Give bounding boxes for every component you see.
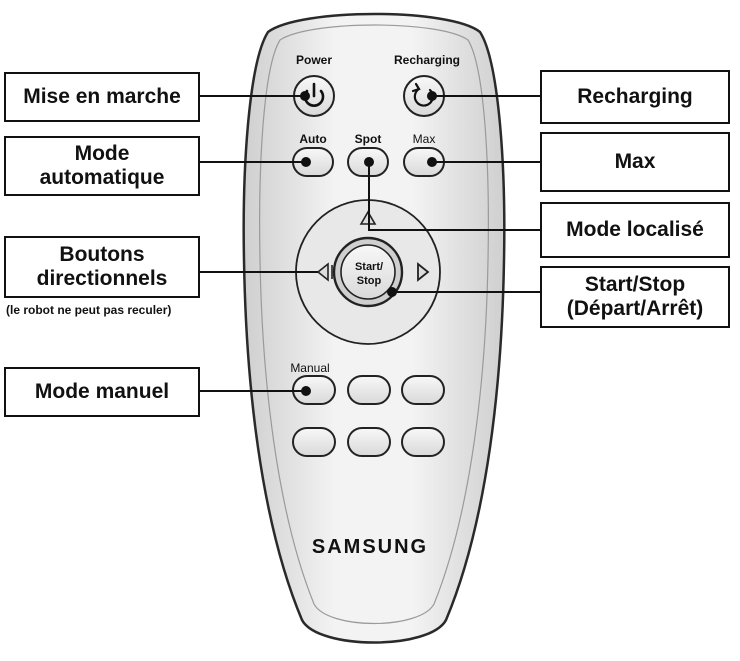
remote-inner-outline <box>259 24 489 624</box>
callout-boutons-directionnels-line2: directionnels <box>36 267 168 290</box>
power-label: Power <box>296 53 332 67</box>
callout-mode-manuel-text: Mode manuel <box>34 380 170 403</box>
grid-button-1-2[interactable] <box>347 375 391 405</box>
leader-lines <box>200 91 540 396</box>
boutons-directionnels-note: (le robot ne peut pas reculer) <box>6 303 172 317</box>
callout-mise-en-marche-text: Mise en marche <box>23 85 181 108</box>
grid-button-2-2[interactable] <box>347 427 391 457</box>
callout-mode-localise-text: Mode localisé <box>566 218 704 241</box>
callout-start-stop-line1: Start/Stop <box>584 273 686 296</box>
callout-start-stop-line2: (Départ/Arrêt) <box>566 297 704 320</box>
callout-recharging-text: Recharging <box>577 85 693 108</box>
auto-label: Auto <box>299 132 326 146</box>
right-button[interactable] <box>417 262 430 282</box>
callout-boutons-directionnels-line1: Boutons <box>59 243 145 266</box>
callout-mode-automatique: Mode automatique <box>4 136 200 196</box>
spot-label: Spot <box>355 132 382 146</box>
callout-recharging: Recharging <box>540 70 730 124</box>
callout-mode-automatique-line1: Mode <box>74 142 130 165</box>
brand-logo: SAMSUNG <box>312 536 428 558</box>
callout-max: Max <box>540 132 730 192</box>
recharging-label: Recharging <box>394 53 460 67</box>
leader-mode-localise <box>368 162 540 231</box>
callout-boutons-directionnels: Boutons directionnels <box>4 236 200 298</box>
max-label: Max <box>413 132 436 146</box>
grid-button-2-1[interactable] <box>292 427 336 457</box>
left-button[interactable] <box>316 262 333 282</box>
callout-max-text: Max <box>614 150 656 173</box>
start-stop-button[interactable] <box>340 244 396 300</box>
start-stop-label-line2: Stop <box>357 275 382 287</box>
callout-start-stop: Start/Stop (Départ/Arrêt) <box>540 266 730 328</box>
callout-mode-manuel: Mode manuel <box>4 367 200 417</box>
grid-button-1-3[interactable] <box>401 375 445 405</box>
callout-mode-localise: Mode localisé <box>540 202 730 258</box>
callout-mode-automatique-line2: automatique <box>39 166 165 189</box>
start-stop-label-line1: Start/ <box>355 261 383 273</box>
grid-button-2-3[interactable] <box>401 427 445 457</box>
callout-mise-en-marche: Mise en marche <box>4 72 200 122</box>
manual-label: Manual <box>290 361 329 375</box>
